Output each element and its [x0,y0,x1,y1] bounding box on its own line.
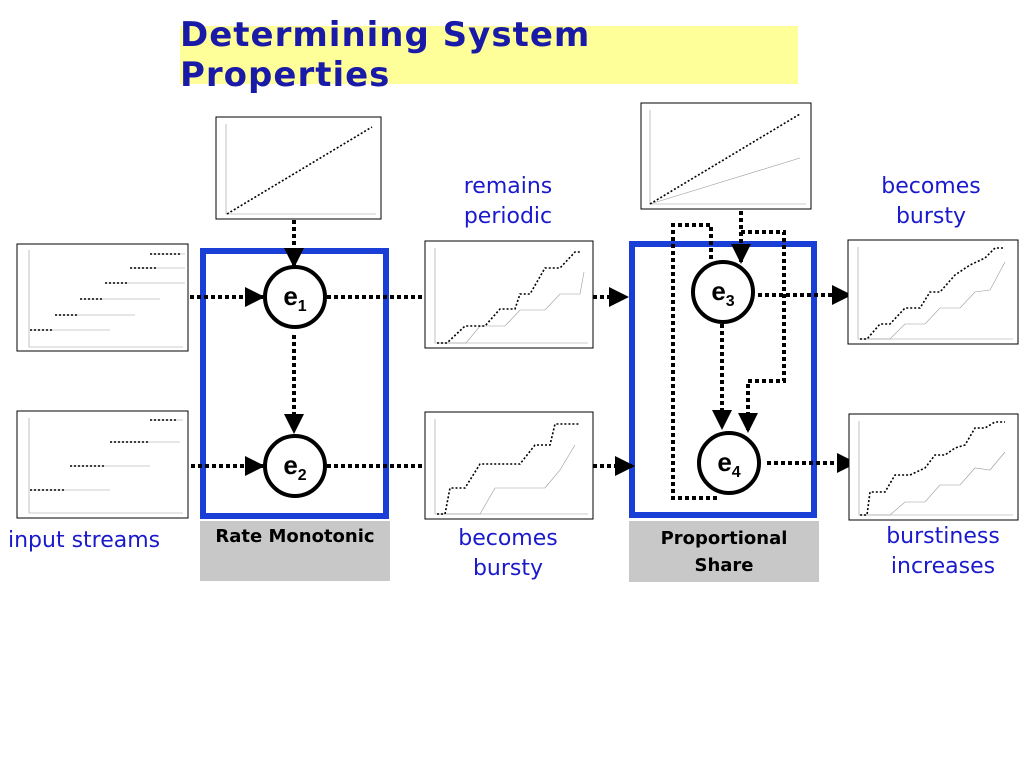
node-e4 [697,431,761,495]
node-e3 [691,260,755,324]
chart-top-right-linear [640,102,812,210]
feedback-loop-right [738,230,786,433]
caption-becomes-bursty-bottom-line-1: becomes [458,526,558,551]
node-e2-label: e2 [283,450,306,484]
caption-becomes-bursty-top-line-1: becomes [881,174,981,199]
chart-input-1 [16,243,189,352]
caption-remains-periodic-line-1: remains [463,174,553,199]
caption-becomes-bursty-bottom-line-2: bursty [472,556,544,581]
caption-remains-periodic: remains periodic [448,172,568,232]
feedback-loop-left [671,223,717,500]
chart-input-2 [16,410,189,519]
chart-top-left-linear [215,116,382,220]
chart-after-e1 [424,240,594,349]
caption-burstiness-increases: burstiness increases [873,522,1013,582]
caption-remains-periodic-line-2: periodic [463,204,553,229]
page-title: Determining System Properties [180,15,591,95]
node-e2 [263,434,327,498]
caption-becomes-bursty-bottom: becomes bursty [448,524,568,584]
node-e3-label: e3 [711,276,734,310]
proportional-share-label: Proportional Share [629,521,819,582]
proportional-share-line-1: Proportional [660,528,788,549]
node-e1-label: e1 [283,281,306,315]
proportional-share-line-2: Share [694,555,754,576]
title-banner: Determining System Properties [180,15,798,95]
caption-burstiness-increases-line-2: increases [890,554,996,579]
node-e4-label: e4 [717,447,740,481]
proportional-share-frame [629,241,817,518]
chart-after-e4 [848,413,1019,521]
caption-becomes-bursty-top: becomes bursty [871,172,991,232]
chart-after-e2 [424,411,594,520]
caption-becomes-bursty-top-line-2: bursty [895,204,967,229]
rate-monotonic-label: Rate Monotonic [200,521,390,581]
caption-input-streams: input streams [8,526,160,556]
caption-burstiness-increases-line-1: burstiness [886,524,1000,549]
rate-monotonic-text: Rate Monotonic [215,526,375,547]
chart-after-e3 [847,239,1019,345]
caption-input-streams-text: input streams [8,528,161,553]
node-e1 [263,265,327,329]
